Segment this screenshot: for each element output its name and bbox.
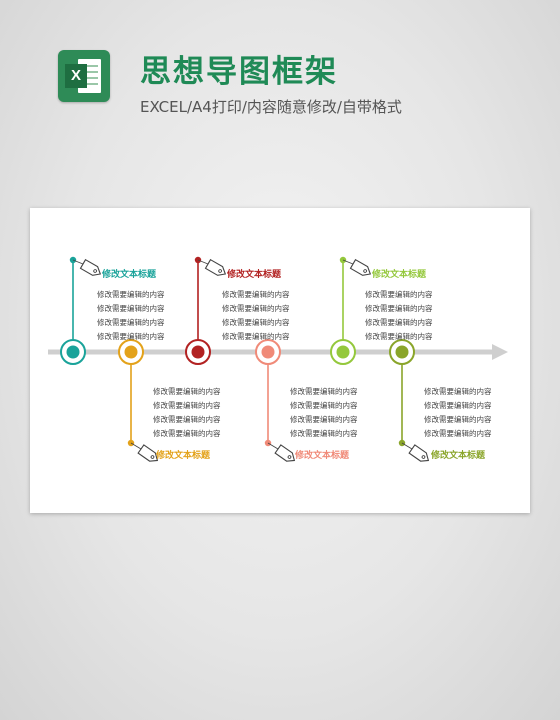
node-6-dot (395, 345, 409, 359)
node-1-line: 修改需要编辑的内容 (97, 332, 165, 341)
tag-hole (421, 455, 426, 459)
tag-shape (79, 258, 102, 276)
price-tag-icon (349, 258, 372, 276)
node-3-line: 修改需要编辑的内容 (222, 290, 290, 299)
tag-shape (349, 258, 372, 276)
node-1-line: 修改需要编辑的内容 (97, 304, 165, 313)
node-5-line: 修改需要编辑的内容 (365, 304, 433, 313)
node-5-line: 修改需要编辑的内容 (365, 290, 433, 299)
page-title: 思想导图框架 (140, 54, 338, 90)
node-3-line: 修改需要编辑的内容 (222, 332, 290, 341)
node-5-label: 修改文本标题 (372, 270, 427, 280)
price-tag-icon (408, 444, 430, 462)
price-tag-icon (274, 444, 296, 462)
node-2-dot (124, 345, 138, 359)
node-2-line: 修改需要编辑的内容 (153, 415, 221, 424)
price-tag-icon (137, 444, 159, 462)
node-3-line: 修改需要编辑的内容 (222, 304, 290, 313)
node-4-dot (261, 345, 275, 359)
page-subtitle: EXCEL/A4打印/内容随意修改/自带格式 (140, 98, 402, 116)
node-6-text: 修改需要编辑的内容 修改需要编辑的内容 修改需要编辑的内容 修改需要编辑的内容 (424, 385, 492, 441)
tag-string (401, 442, 413, 450)
node-5-line: 修改需要编辑的内容 (365, 318, 433, 327)
excel-icon: X (58, 50, 110, 102)
diagram-card: 修改文本标题 修改需要编辑的内容 修改需要编辑的内容 修改需要编辑的内容 修改需… (30, 208, 530, 513)
tag-hole (218, 269, 222, 273)
node-6-label: 修改文本标题 (431, 451, 486, 461)
node-2-label: 修改文本标题 (156, 451, 211, 461)
tag-string (72, 259, 84, 265)
node-3-text: 修改需要编辑的内容 修改需要编辑的内容 修改需要编辑的内容 修改需要编辑的内容 (222, 288, 290, 344)
tag-shape (204, 258, 227, 276)
node-4-line: 修改需要编辑的内容 (290, 387, 358, 396)
node-6-line: 修改需要编辑的内容 (424, 387, 492, 396)
node-1-line: 修改需要编辑的内容 (97, 318, 165, 327)
tag-string (342, 259, 354, 265)
node-2-text: 修改需要编辑的内容 修改需要编辑的内容 修改需要编辑的内容 修改需要编辑的内容 (153, 385, 221, 441)
node-2-line: 修改需要编辑的内容 (153, 401, 221, 410)
tag-shape (408, 444, 430, 462)
node-4-line: 修改需要编辑的内容 (290, 429, 358, 438)
timeline-arrowhead (492, 344, 508, 360)
node-3-line: 修改需要编辑的内容 (222, 318, 290, 327)
node-5-dot (336, 345, 350, 359)
tag-hole (93, 269, 97, 273)
node-2-line: 修改需要编辑的内容 (153, 387, 221, 396)
tag-string (267, 442, 279, 450)
node-1-line: 修改需要编辑的内容 (97, 290, 165, 299)
tag-hole (363, 269, 367, 273)
tag-string (130, 442, 142, 450)
node-4-text: 修改需要编辑的内容 修改需要编辑的内容 修改需要编辑的内容 修改需要编辑的内容 (290, 385, 358, 441)
node-5-text: 修改需要编辑的内容 修改需要编辑的内容 修改需要编辑的内容 修改需要编辑的内容 (365, 288, 433, 344)
node-3-dot (191, 345, 205, 359)
price-tag-icon (79, 258, 102, 276)
node-2-line: 修改需要编辑的内容 (153, 429, 221, 438)
node-6-line: 修改需要编辑的内容 (424, 429, 492, 438)
tag-hole (150, 455, 155, 459)
node-1-dot (66, 345, 80, 359)
node-4-line: 修改需要编辑的内容 (290, 415, 358, 424)
tag-string (197, 259, 209, 265)
tag-shape (274, 444, 296, 462)
node-6-line: 修改需要编辑的内容 (424, 415, 492, 424)
timeline-svg (48, 256, 508, 462)
node-1-label: 修改文本标题 (102, 270, 157, 280)
tag-shape (137, 444, 159, 462)
header: X 思想导图框架 EXCEL/A4打印/内容随意修改/自带格式 (0, 0, 560, 140)
node-4-line: 修改需要编辑的内容 (290, 401, 358, 410)
node-5-line: 修改需要编辑的内容 (365, 332, 433, 341)
node-6-line: 修改需要编辑的内容 (424, 401, 492, 410)
price-tag-icon (204, 258, 227, 276)
tag-hole (287, 455, 292, 459)
excel-letter: X (65, 64, 87, 88)
node-3-label: 修改文本标题 (227, 270, 282, 280)
node-1-text: 修改需要编辑的内容 修改需要编辑的内容 修改需要编辑的内容 修改需要编辑的内容 (97, 288, 165, 344)
node-4-label: 修改文本标题 (295, 451, 350, 461)
